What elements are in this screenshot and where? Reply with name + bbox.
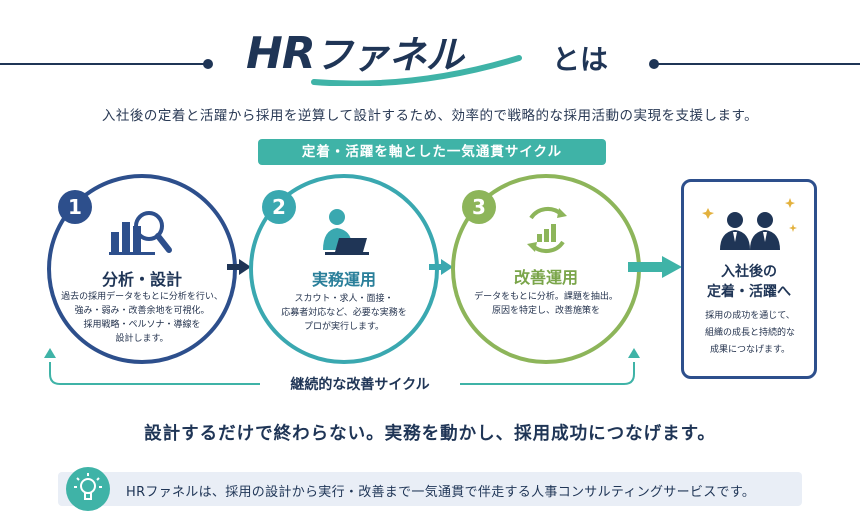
final-desc-line: 組織の成長と持続的な xyxy=(704,328,795,338)
final-description: 採用の成功を通じて、 組織の成長と持続的な 成果につなげます。 xyxy=(692,308,808,359)
step-3-title: 改善運用 xyxy=(513,268,578,287)
step-2-description: スカウト・求人・面接・ 応募者対応など、必要な実務を プロが実行します。 xyxy=(263,292,425,334)
title-line-right xyxy=(654,63,860,65)
logo-swoosh xyxy=(311,55,522,86)
arrow-step2-to-step3 xyxy=(429,259,453,275)
hr-funnel-logo: HRファネル xyxy=(244,20,534,86)
final-title-line-1: 入社後の xyxy=(721,264,777,280)
final-title-line-2: 定着・活躍へ xyxy=(707,284,791,300)
tagline: 設計するだけで終わらない。実務を動かし、採用成功につなげます。 xyxy=(144,424,716,444)
logo-hr-text: HR xyxy=(246,28,316,79)
subtitle: 入社後の定着と活躍から採用を逆算して設計するため、効率的で戦略的な採用活動の実現… xyxy=(101,108,759,124)
step-2-title: 実務運用 xyxy=(311,270,376,289)
step-3-description: データをもとに分析。課題を抽出。 原因を特定し、改善施策を xyxy=(465,290,627,318)
cycle-growth-icon xyxy=(527,206,567,254)
step-1-desc-line: 過去の採用データをもとに分析を行い、 xyxy=(61,292,223,302)
logo-funnel-text: ファネル xyxy=(314,33,464,77)
step-3-badge: 3 xyxy=(462,190,496,224)
footer-text: HRファネルは、採用の設計から実行・改善まで一気通貫で伴走する人事コンサルティン… xyxy=(126,485,756,500)
step-1-badge: 1 xyxy=(58,190,92,224)
final-desc-line: 採用の成功を通じて、 xyxy=(705,311,795,321)
person-laptop-icon xyxy=(323,209,369,255)
step-1-desc-line: 設計します。 xyxy=(115,334,169,344)
step-3-desc-line: 原因を特定し、改善施策を xyxy=(491,306,600,316)
lightbulb-icon xyxy=(66,467,110,511)
cycle-pill: 定着・活躍を軸とした一気通貫サイクル xyxy=(258,139,606,165)
final-title: 入社後の 定着・活躍へ xyxy=(684,262,814,302)
title-dot-left xyxy=(203,59,213,69)
step-2-desc-line: スカウト・求人・面接・ xyxy=(294,294,394,304)
step-3-desc-line: データをもとに分析。課題を抽出。 xyxy=(474,292,618,302)
step-1-desc-line: 強み・弱み・改善余地を可視化。 xyxy=(74,306,210,316)
step-2-card: 実務運用 スカウト・求人・面接・ 応募者対応など、必要な実務を プロが実行します… xyxy=(249,174,439,364)
step-1-desc-line: 採用戦略・ペルソナ・導線を xyxy=(83,320,201,330)
footer-bar xyxy=(58,472,802,506)
title-dot-right xyxy=(649,59,659,69)
magnifier-chart-icon xyxy=(109,211,172,255)
step-2-desc-line: プロが実行します。 xyxy=(303,322,385,332)
step-2-badge: 2 xyxy=(262,190,296,224)
arrow-step1-to-step2 xyxy=(227,259,251,275)
final-outcome-box: 入社後の 定着・活躍へ 採用の成功を通じて、 組織の成長と持続的な 成果につなげ… xyxy=(681,179,817,379)
final-desc-line: 成果につなげます。 xyxy=(709,345,791,355)
cycle-label: 継続的な改善サイクル xyxy=(260,374,460,394)
step-1-description: 過去の採用データをもとに分析を行い、 強み・弱み・改善余地を可視化。 採用戦略・… xyxy=(61,290,223,346)
arrow-step3-to-final xyxy=(628,256,682,278)
two-people-icon xyxy=(702,198,797,250)
page-title-suffix: とは xyxy=(552,43,609,76)
title-line-left xyxy=(0,63,208,65)
step-2-desc-line: 応募者対応など、必要な実務を xyxy=(281,308,407,318)
step-1-title: 分析・設計 xyxy=(101,270,182,289)
